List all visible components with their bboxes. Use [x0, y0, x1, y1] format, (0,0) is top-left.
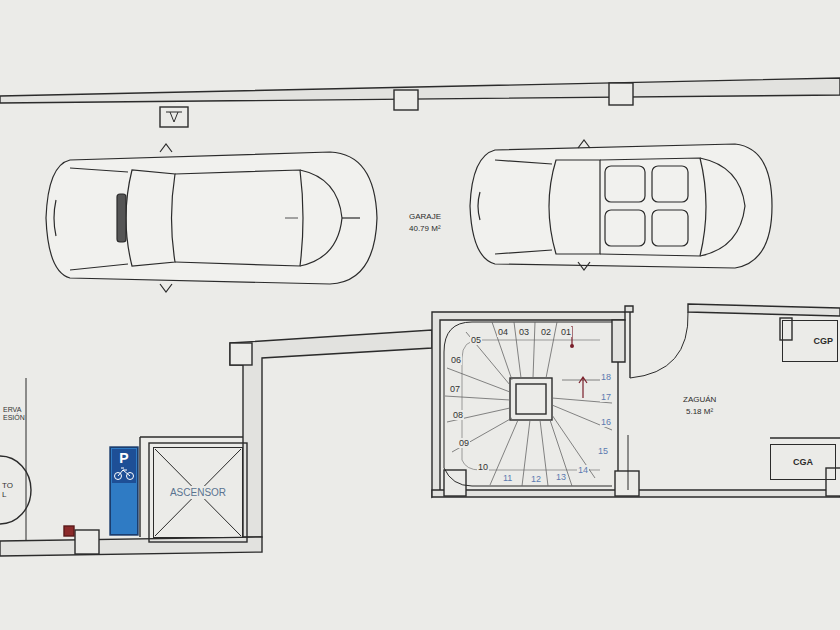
- room-label: ZAGUÁN: [682, 395, 717, 404]
- elevator-box: ASCENSOR: [153, 447, 243, 538]
- step-number: 12: [530, 474, 542, 484]
- label-anchor: 03: [518, 321, 530, 339]
- node-text: P: [119, 450, 128, 466]
- label-anchor: 05: [470, 329, 482, 347]
- label-anchor: 06: [450, 349, 462, 367]
- step-number: 04: [497, 327, 509, 337]
- node-text: CGA: [793, 457, 813, 467]
- step-number: 07: [449, 384, 461, 394]
- parking-sign: P: [110, 447, 138, 535]
- label-anchor: 5.18 M²: [685, 400, 714, 418]
- label-anchor: 02: [540, 321, 552, 339]
- cga-box: CGA: [770, 444, 836, 480]
- label-anchor: 01: [560, 321, 572, 339]
- round-tank: TO L: [0, 455, 32, 525]
- room-label: 40.79 M²: [408, 224, 442, 233]
- step-number: 01: [560, 327, 572, 337]
- label-anchor: 16: [600, 411, 612, 429]
- step-number: 09: [458, 438, 470, 448]
- step-number: 15: [597, 446, 609, 456]
- label-anchor: 15: [597, 440, 609, 458]
- step-number: 10: [477, 462, 489, 472]
- label-anchor: GARAJE: [408, 205, 442, 223]
- node-text: ERVA ESIÓN: [3, 406, 35, 422]
- step-number: 05: [470, 335, 482, 345]
- step-number: 11: [502, 473, 513, 483]
- node-text: CGP: [813, 336, 833, 346]
- node-text: ASCENSOR: [167, 486, 229, 500]
- node-text: TO L: [2, 481, 18, 499]
- label-anchor: 09: [458, 432, 470, 450]
- step-number: 03: [518, 327, 530, 337]
- label-anchor: 13: [555, 466, 567, 484]
- label-anchor: 08: [452, 404, 464, 422]
- label-anchor: 14: [577, 459, 589, 477]
- step-number: 13: [555, 472, 567, 482]
- step-number: 14: [577, 465, 589, 475]
- label-anchor: 17: [600, 386, 612, 404]
- label-anchor: 12: [530, 468, 542, 486]
- label-anchor: 10: [477, 456, 489, 474]
- label-anchor: 11: [502, 467, 513, 485]
- label-anchor: 07: [449, 378, 461, 396]
- label-anchor: 40.79 M²: [408, 217, 442, 235]
- label-anchor: 04: [497, 321, 509, 339]
- room-label: 5.18 M²: [685, 407, 714, 416]
- room-label: GARAJE: [408, 212, 442, 221]
- label-anchor: ZAGUÁN: [682, 388, 717, 406]
- cgp-box: CGP: [782, 320, 838, 362]
- label-anchor: 18: [600, 366, 612, 384]
- step-number: 17: [600, 392, 612, 402]
- step-number: 02: [540, 327, 552, 337]
- reserve-box: ERVA ESIÓN: [0, 378, 35, 540]
- step-number: 08: [452, 410, 464, 420]
- step-number: 16: [600, 417, 612, 427]
- step-number: 18: [600, 372, 612, 382]
- step-number: 06: [450, 355, 462, 365]
